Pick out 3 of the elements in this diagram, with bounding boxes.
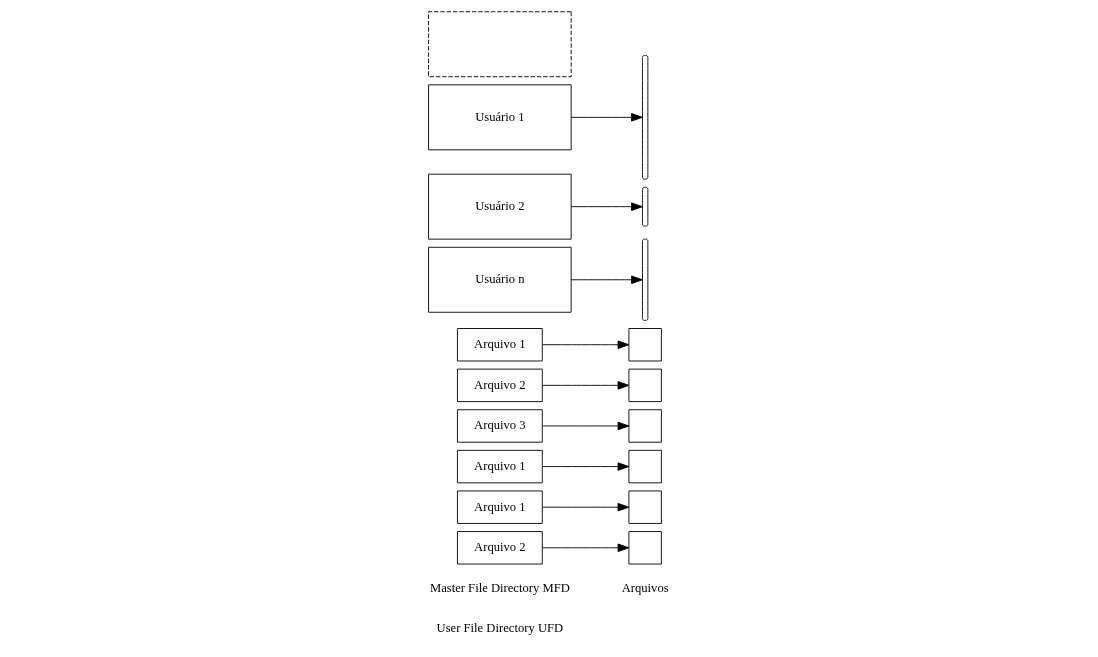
label: Arquivos [621, 580, 669, 595]
label: User File Directory UFD [436, 621, 563, 636]
label: Master File Directory MFD [429, 580, 570, 595]
